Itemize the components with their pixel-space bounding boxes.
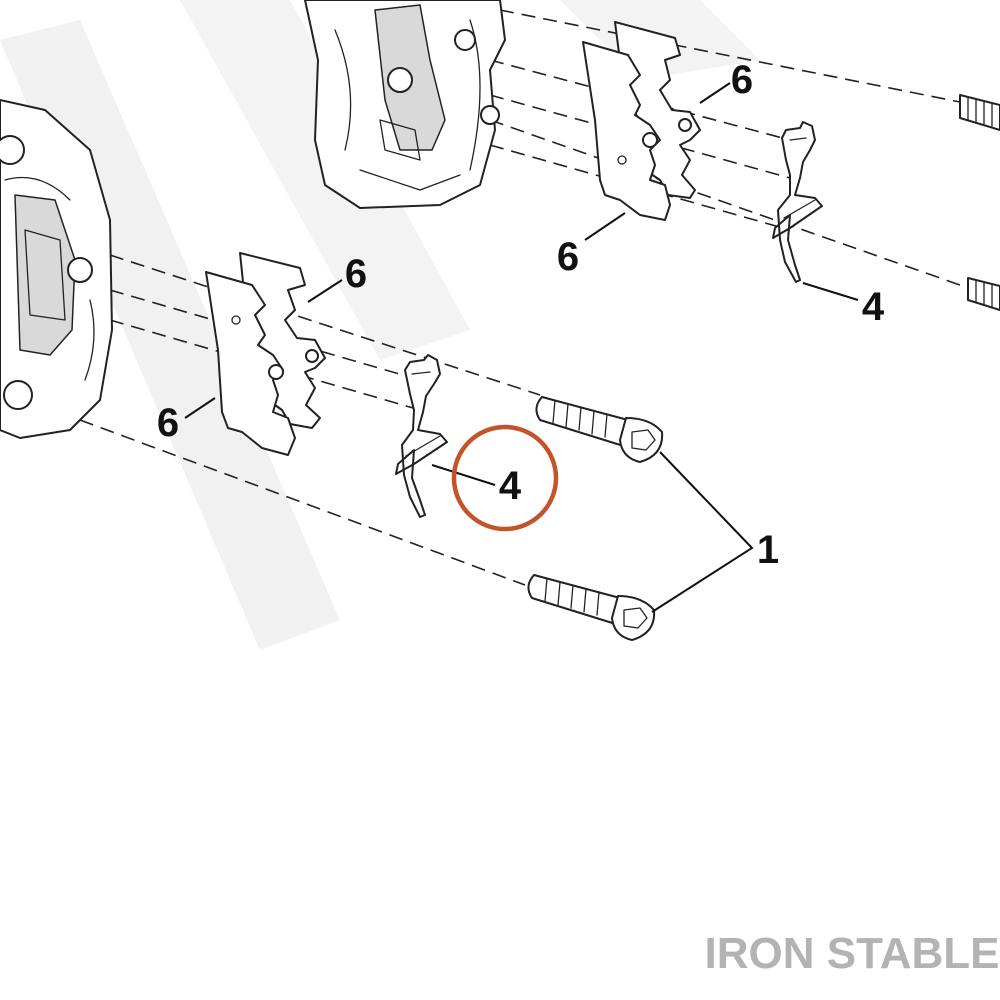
callout-item-4-highlighted: 4: [499, 464, 522, 508]
highlight-circle: [451, 424, 559, 532]
callout-item-1-bolts: 1: [757, 528, 779, 572]
upper-brake-pads: [582, 21, 701, 221]
mid-pad-spring-clip: [395, 354, 448, 518]
upper-pad-spring-clip: [772, 121, 823, 283]
leader-lines: [184, 82, 859, 613]
callout-item-6-mid-right: 6: [345, 252, 367, 296]
callout-item-4-top: 4: [862, 285, 885, 329]
upper-caliper: [304, 0, 506, 209]
caliper-bolt-lower: [527, 574, 656, 641]
mid-brake-pads: [205, 252, 326, 456]
left-caliper: [0, 99, 113, 439]
brand-logo-text: IRON STABLE: [705, 929, 1000, 978]
caliper-bolt-mid: [535, 396, 664, 463]
caliper-bolt-upper-right: [959, 94, 1000, 131]
callout-item-6-top-right: 6: [731, 58, 753, 102]
callout-item-6-top-lower: 6: [557, 235, 579, 279]
callout-item-6-mid-left: 6: [157, 401, 179, 445]
caliper-bolt-lower-right: [967, 277, 1000, 311]
